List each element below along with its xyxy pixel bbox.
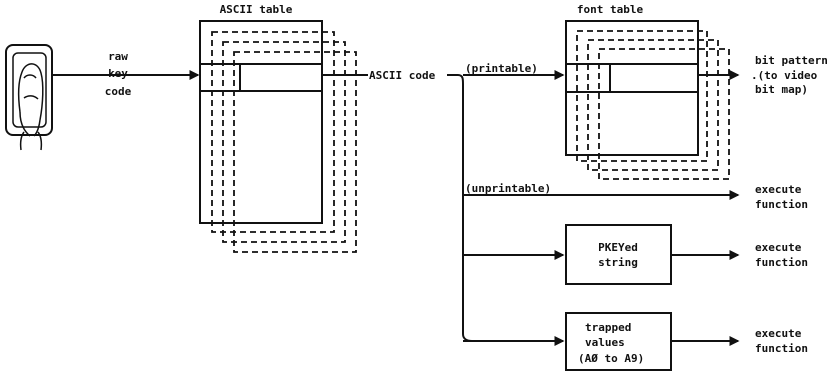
ascii-code-label: ASCII code	[369, 69, 436, 82]
function-label-3: function	[755, 342, 808, 355]
bit-pattern-label-line-1: bit pattern	[755, 54, 828, 67]
pkeyed-label: PKEYed	[598, 241, 638, 254]
function-label-1: function	[755, 198, 808, 211]
raw-label: raw	[108, 50, 128, 63]
ascii-table-title: ASCII table	[220, 3, 293, 16]
trapped-label: trapped	[585, 321, 631, 334]
ascii-table-box	[200, 21, 322, 223]
printable-label: (printable)	[465, 62, 538, 75]
unprintable-label: (unprintable)	[465, 182, 551, 195]
bit-pattern-label-line-3: bit map)	[755, 83, 808, 96]
execute-label-1: execute	[755, 183, 802, 196]
key-label: key	[108, 67, 128, 80]
code-label: code	[105, 85, 132, 98]
trapped-range-label: (AØ to A9)	[578, 352, 644, 365]
values-label: values	[585, 336, 625, 349]
execute-label-2: execute	[755, 241, 802, 254]
execute-label-3: execute	[755, 327, 802, 340]
string-label: string	[598, 256, 638, 269]
finger-pressing-key-icon	[6, 45, 52, 150]
font-table-title: font table	[577, 3, 644, 16]
function-label-2: function	[755, 256, 808, 269]
font-table-box	[566, 21, 698, 155]
bit-pattern-label-line-2: .(to video	[751, 69, 818, 82]
pkeyed-string-box	[566, 225, 671, 284]
